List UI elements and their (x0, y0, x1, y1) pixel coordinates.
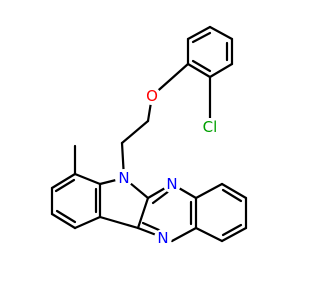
structure-canvas: O Cl N N N (50, 25, 248, 247)
bond-inner (151, 189, 171, 205)
bond (98, 215, 140, 230)
bond (186, 62, 212, 79)
bond (208, 25, 234, 41)
label-halo (197, 118, 223, 136)
bond (50, 172, 77, 190)
bond (120, 119, 150, 145)
bond-inner (191, 31, 212, 44)
bond (194, 182, 224, 200)
bond-inner (191, 59, 212, 73)
bond (50, 212, 77, 230)
bond (73, 172, 102, 186)
nitrogen-lower-label: N (157, 229, 168, 247)
bond (186, 25, 212, 41)
bond (194, 226, 224, 243)
molecule-structure: O Cl N N N (50, 25, 248, 247)
atom-label-group: O Cl N N N (115, 87, 223, 247)
bond (170, 226, 198, 243)
nitrogen-atom: N (115, 169, 133, 187)
chlorine-label: Cl (203, 118, 218, 136)
label-halo (163, 175, 181, 193)
nitrogen-indole-label: N (118, 169, 129, 187)
bond (208, 62, 234, 79)
bond-inner (221, 188, 243, 203)
bond (220, 182, 248, 200)
bond-inner (221, 223, 243, 237)
bond (136, 196, 150, 230)
nitrogen-atom: N (163, 175, 181, 193)
label-halo (143, 87, 161, 105)
label-halo (154, 229, 172, 247)
bond (220, 226, 248, 243)
bond-inner (55, 209, 77, 224)
chlorine-atom: Cl (197, 118, 223, 136)
oxygen-label: O (146, 87, 158, 105)
nitrogen-atom: N (154, 229, 172, 247)
label-halo (115, 169, 133, 187)
bond (73, 215, 102, 230)
oxygen-atom: O (143, 87, 161, 105)
nitrogen-upper-label: N (166, 175, 177, 193)
bond-inner (54, 178, 76, 193)
